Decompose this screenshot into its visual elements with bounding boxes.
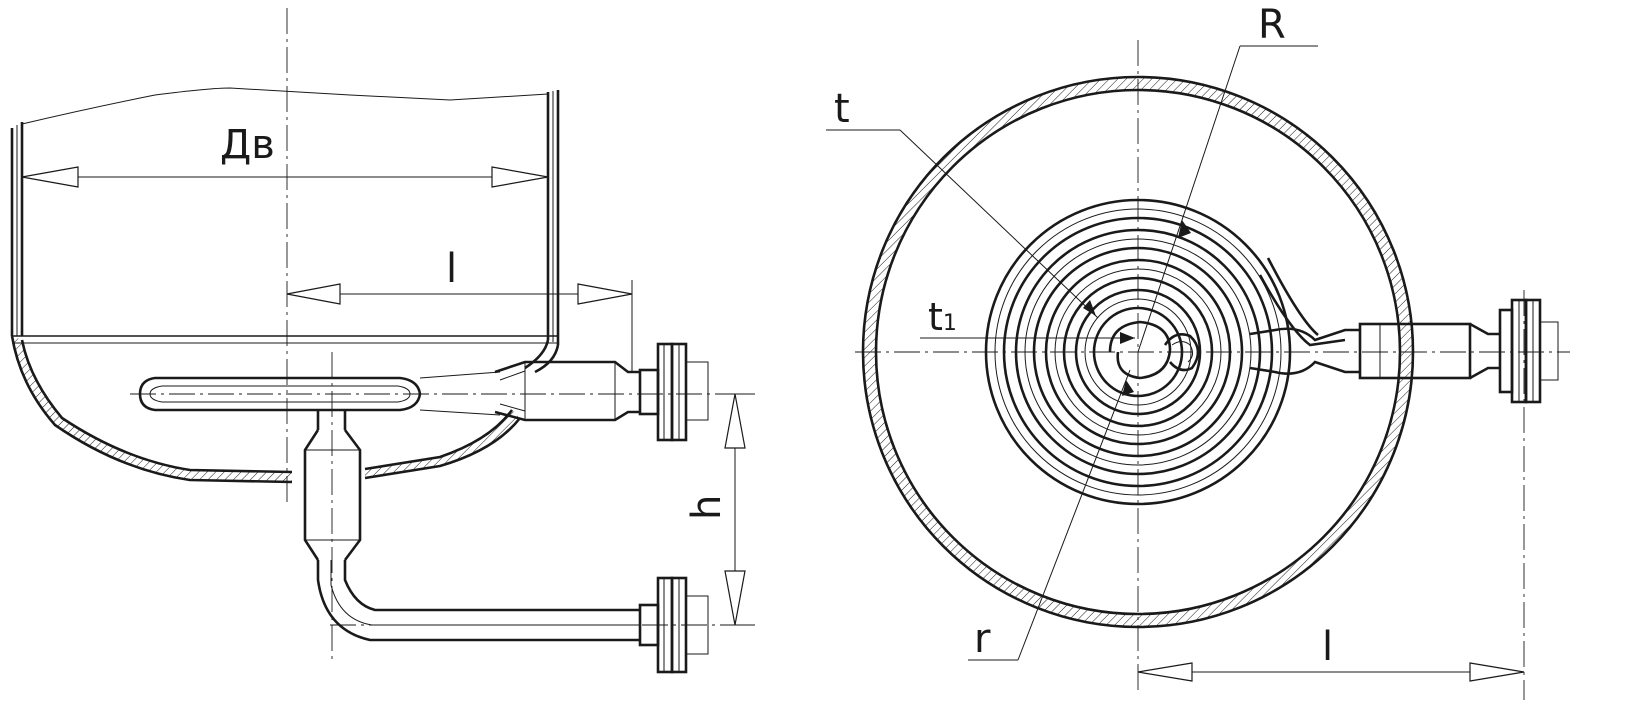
label-diameter: Дв bbox=[220, 122, 275, 168]
label-height: h bbox=[684, 495, 730, 520]
coil-outlet-pipe bbox=[1249, 257, 1559, 404]
top-centerlines bbox=[855, 40, 1570, 700]
dimension-length-side: l bbox=[286, 246, 633, 372]
label-small-radius: r bbox=[974, 616, 991, 662]
label-big-radius: R bbox=[1258, 2, 1286, 48]
outlet-pipe-upper bbox=[494, 342, 709, 442]
vertical-drain-pipe bbox=[303, 410, 709, 674]
side-centerlines bbox=[130, 8, 720, 660]
label-length-side: l bbox=[446, 246, 457, 292]
seam-line bbox=[12, 335, 558, 344]
vessel-right-wall bbox=[546, 90, 560, 345]
label-pitch: t bbox=[834, 86, 850, 132]
break-line bbox=[21, 87, 549, 125]
vessel-left-wall bbox=[10, 122, 24, 336]
dimension-length-top: l bbox=[1137, 624, 1525, 682]
dimension-diameter: Дв bbox=[21, 122, 549, 188]
side-view: Дв l h bbox=[10, 8, 755, 674]
leader-pitch-1: t1 bbox=[920, 295, 1135, 344]
inner-coil-pipe bbox=[138, 371, 501, 416]
label-length-top: l bbox=[1322, 624, 1333, 670]
dimension-height: h bbox=[684, 393, 755, 626]
leader-pitch: t bbox=[826, 86, 1099, 319]
label-pitch-1: t1 bbox=[928, 295, 957, 339]
top-view: R t t1 r l bbox=[826, 2, 1570, 700]
leader-big-radius: R bbox=[1137, 2, 1318, 353]
vessel-bottom-head bbox=[10, 335, 560, 484]
leader-small-radius: r bbox=[968, 369, 1134, 662]
